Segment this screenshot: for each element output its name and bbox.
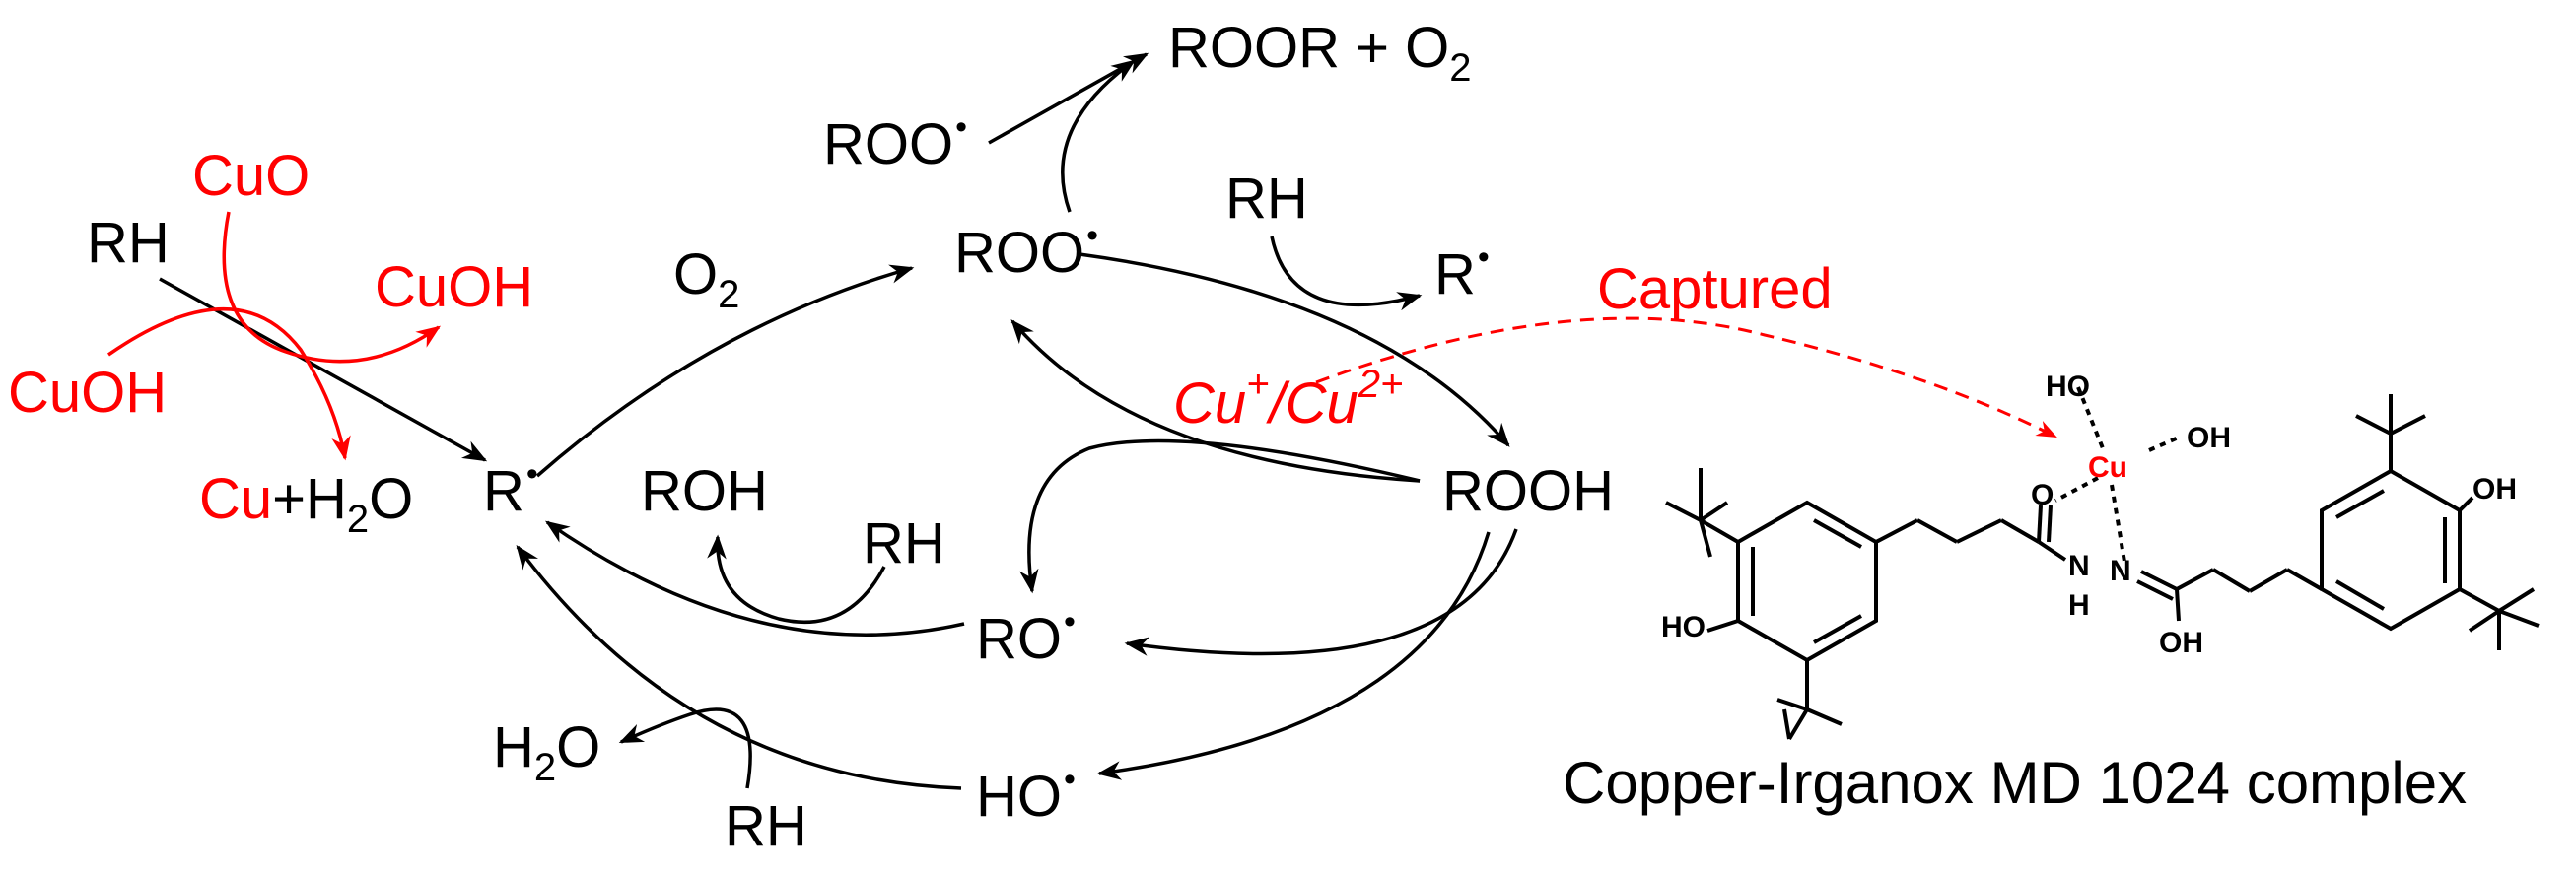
coordination-bonds — [2054, 386, 2182, 563]
complex-caption: Copper-Irganox MD 1024 complex — [1563, 750, 2468, 816]
o2-label: O2 — [673, 246, 740, 316]
roo-center-main: ROO — [954, 221, 1085, 285]
ho-dot-main: HO — [976, 765, 1062, 829]
r-center-dot: • — [525, 455, 538, 493]
h2o-sub: 2 — [533, 746, 557, 789]
catalyst-cu1: Cu — [1173, 371, 1247, 436]
h2o-tail: O — [556, 715, 601, 779]
arrow-rh-to-h2o — [618, 707, 752, 789]
roo-top-main: ROO — [823, 112, 954, 176]
cu-h2o-label: Cu+H2O — [199, 471, 413, 541]
catalyst-slash: /Cu — [1269, 371, 1358, 436]
r-dot-right-label: R• — [1434, 240, 1490, 303]
ro-dot-label: RO• — [976, 605, 1076, 668]
roor-o2-main: ROOR + O — [1168, 16, 1450, 80]
arrow-roo-to-rooh — [1079, 252, 1510, 447]
catalyst-sup2: 2+ — [1358, 363, 1404, 406]
arrow-roo-center-up — [1061, 59, 1136, 213]
r-dot-right-main: R — [1434, 242, 1476, 306]
h2o-label: H2O — [493, 719, 600, 789]
roo-top-dot: • — [955, 108, 968, 146]
complex-oh-right-ring: OH — [2472, 473, 2517, 505]
complex-o-carbonyl: O — [2031, 479, 2054, 511]
cuoh-right-label: CuOH — [375, 255, 534, 319]
complex-h-under-n: H — [2068, 589, 2090, 622]
roor-o2-sub: 2 — [1449, 46, 1472, 90]
roo-top-label: ROO• — [823, 110, 967, 173]
complex-oh-right: OH — [2187, 422, 2231, 454]
arrow-rooh-to-roo — [1010, 319, 1421, 483]
roh-label: ROH — [641, 459, 768, 523]
arrow-rh-to-roh — [707, 534, 886, 624]
h2o-main: H — [493, 715, 534, 779]
cu-h2o-h: +H — [272, 467, 347, 531]
arrow-captured-dashed — [1315, 316, 2057, 438]
cu-h2o-sub: 2 — [346, 498, 370, 541]
arrow-ro-to-r — [544, 520, 965, 637]
captured-label: Captured — [1597, 257, 1833, 321]
complex-cu: Cu — [2088, 451, 2127, 484]
cu-h2o-cu: Cu — [199, 467, 273, 531]
o2-sub: 2 — [718, 273, 740, 316]
complex-oh-bottom: OH — [2159, 627, 2203, 659]
cuo-label: CuO — [192, 144, 311, 208]
arrow-rooh-to-ho — [1096, 531, 1491, 780]
r-center-main: R — [483, 459, 524, 523]
r-dot-right-dot: • — [1477, 238, 1490, 276]
ho-dot-label: HO• — [976, 763, 1076, 826]
roo-center-dot: • — [1086, 217, 1099, 254]
arrow-rh-to-r-dot — [1270, 236, 1423, 311]
complex-n-left: N — [2068, 550, 2090, 582]
rh-top-label: RH — [1225, 167, 1308, 231]
cuoh-left-label: CuOH — [8, 361, 168, 425]
arrow-rooh-to-ro — [1019, 438, 1421, 594]
arrow-ho-to-r — [516, 545, 962, 790]
ho-dot-dot: • — [1064, 761, 1076, 798]
catalyst-sup1: + — [1246, 363, 1270, 406]
cu-h2o-tail: O — [369, 467, 414, 531]
r-center-label: R• — [483, 457, 538, 520]
arrow-cuoh-curve — [107, 307, 351, 461]
cu-catalyst-label: Cu+/Cu2+ — [1173, 365, 1403, 433]
rh-bottom-label: RH — [725, 794, 807, 858]
ro-dot-main: RO — [976, 607, 1062, 671]
arrow-rooh-to-ro-lower — [1124, 528, 1518, 656]
arrow-cuo-curve — [222, 211, 442, 364]
rooh-label: ROOH — [1442, 459, 1614, 523]
complex-ho-top: HO — [2046, 370, 2090, 403]
roo-center-label: ROO• — [954, 219, 1098, 282]
rh-left-label: RH — [87, 211, 170, 275]
roor-o2-label: ROOR + O2 — [1168, 20, 1472, 90]
complex-ho-left-ring: HO — [1661, 611, 1706, 643]
arrow-r-to-roo — [535, 264, 915, 478]
rh-mid-label: RH — [863, 511, 945, 575]
complex-structure — [1665, 394, 2540, 741]
complex-n-right: N — [2110, 555, 2131, 587]
ro-dot-dot: • — [1064, 603, 1076, 640]
o2-main: O — [673, 242, 719, 306]
